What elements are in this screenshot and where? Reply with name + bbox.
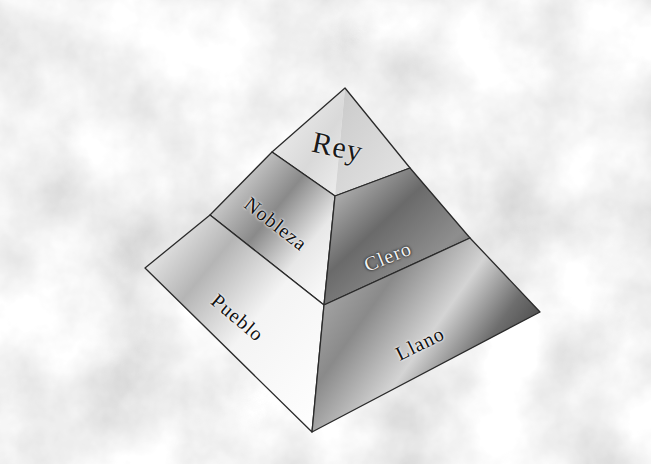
face-fill (312, 238, 540, 432)
llano-band: Llano (312, 238, 540, 432)
pueblo-band: Pueblo (145, 215, 324, 432)
face-fill (145, 215, 324, 432)
face-outline (312, 238, 540, 432)
face-outline (145, 215, 324, 432)
